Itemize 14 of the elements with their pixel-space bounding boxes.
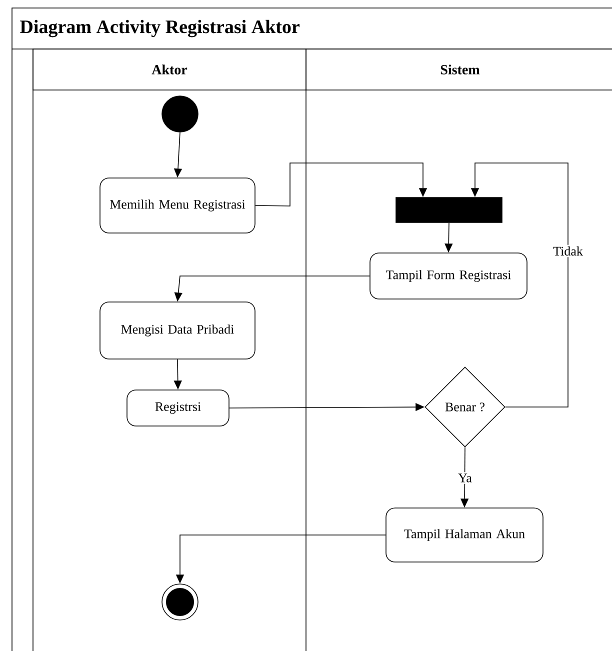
start-node [162, 96, 198, 132]
activity-box: Registrsi [126, 390, 230, 426]
activity-box: Tampil Halaman Akun [386, 508, 544, 562]
activity-box: Mengisi Data Pribadi [100, 302, 256, 360]
activity-box: Tampil Form Registrasi [370, 252, 528, 300]
activity-box: Memilih Menu Registrasi [100, 178, 256, 234]
end-node [162, 584, 198, 620]
diagram-title: Diagram Activity Registrasi Aktor [20, 20, 300, 38]
lane-header: Aktor [32, 48, 306, 90]
lane-header: Sistem [306, 48, 612, 90]
arrow [255, 162, 428, 206]
edge-label: Ya [456, 472, 474, 484]
fork-bar [396, 197, 502, 223]
edge-label: Tidak [552, 244, 584, 258]
